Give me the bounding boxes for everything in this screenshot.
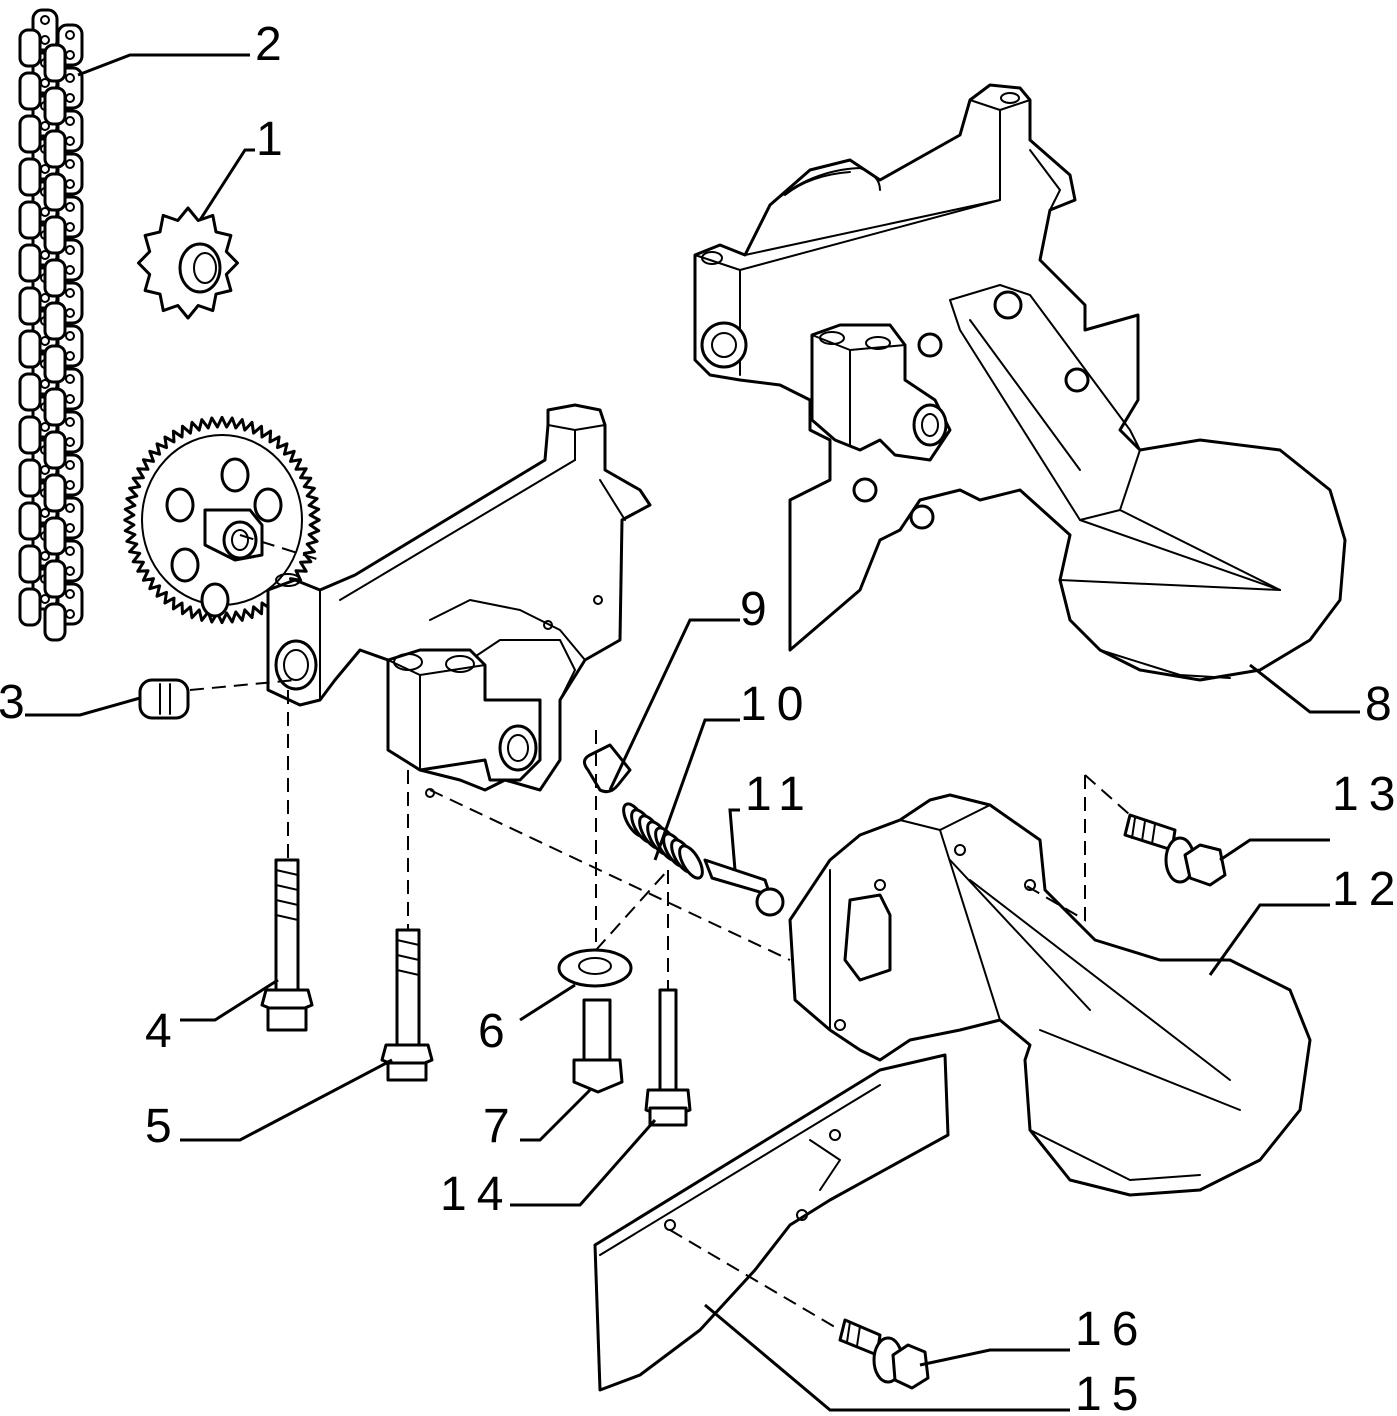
oil-pickup-icon [788, 793, 1312, 1197]
callout-16: 16 [1075, 1303, 1148, 1356]
baffle-plate-icon [593, 1053, 950, 1392]
callout-6: 6 [478, 1005, 515, 1058]
bolt-13-icon [1123, 813, 1227, 887]
stud-14-icon [644, 988, 692, 1127]
driven-gear-icon [123, 415, 321, 625]
spring-icon [622, 802, 704, 880]
bolt-5-icon [380, 928, 434, 1082]
timing-chain-icon [18, 8, 84, 642]
bolt-4-icon [260, 858, 314, 1032]
callout-7: 7 [483, 1100, 520, 1153]
callout-2: 2 [255, 18, 292, 71]
callout-10: 10 [740, 678, 813, 731]
assembly-lines [189, 534, 1131, 1331]
callout-14: 14 [440, 1168, 513, 1221]
callout-8: 8 [1365, 678, 1397, 731]
callout-5: 5 [145, 1100, 182, 1153]
bolt-7-icon [572, 998, 624, 1094]
sprocket-icon [137, 206, 239, 320]
valve-plunger-icon [583, 743, 632, 794]
callout-4: 4 [145, 1005, 182, 1058]
callout-13: 13 [1332, 768, 1397, 821]
washer-icon [557, 948, 633, 988]
callout-11: 11 [745, 768, 815, 821]
callout-9: 9 [740, 583, 777, 636]
bolt-16-icon [838, 1318, 930, 1390]
callout-numbers: 2 1 3 4 5 6 7 14 9 10 11 8 13 12 16 15 [0, 18, 1397, 1416]
pin-icon [703, 858, 785, 917]
oil-pump-assembly-icon [693, 83, 1347, 682]
callout-12: 12 [1332, 863, 1397, 916]
plug-icon [138, 678, 190, 720]
callout-1: 1 [256, 113, 293, 166]
oil-pump-body-icon [266, 403, 652, 798]
callout-3: 3 [0, 676, 35, 729]
callout-leaders [25, 53, 1360, 1412]
callout-15: 15 [1075, 1368, 1148, 1416]
